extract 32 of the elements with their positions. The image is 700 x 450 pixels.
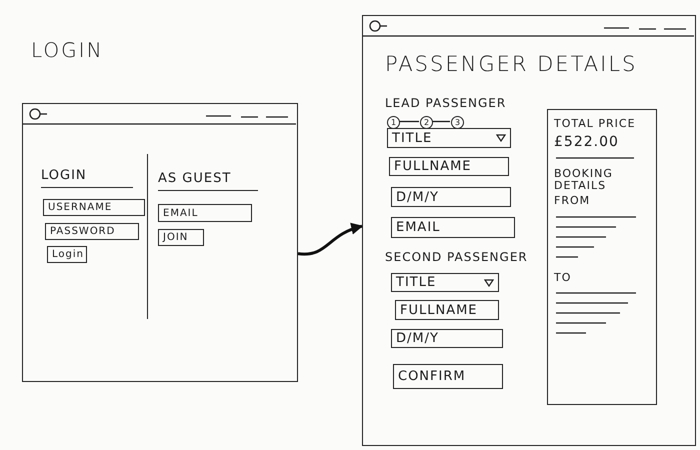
input-field: D/M/Y bbox=[391, 329, 503, 348]
input-field: EMAIL bbox=[391, 217, 515, 238]
dropdown-field: TITLE bbox=[387, 128, 511, 148]
step-indicator: 2 bbox=[420, 116, 433, 129]
price-value: £522.00 bbox=[554, 134, 620, 150]
input-field: PASSWORD bbox=[45, 223, 139, 240]
browser-window bbox=[362, 15, 696, 446]
connector-line bbox=[399, 120, 419, 122]
button: JOIN bbox=[158, 229, 204, 246]
price-heading: TOTAL PRICE bbox=[554, 118, 637, 131]
step-indicator: 1 bbox=[387, 116, 400, 129]
input-field: USERNAME bbox=[43, 199, 145, 216]
input-field: D/M/Y bbox=[391, 187, 511, 207]
dropdown-field: TITLE bbox=[391, 273, 499, 292]
input-field: FULLNAME bbox=[389, 157, 509, 176]
input-field: EMAIL bbox=[158, 204, 252, 222]
connector-line bbox=[432, 120, 450, 122]
button: Login bbox=[47, 246, 87, 263]
section-heading: LOGIN bbox=[41, 168, 87, 183]
section-heading: SECOND PASSENGER bbox=[385, 250, 528, 264]
step-indicator: 3 bbox=[451, 116, 464, 129]
from-label: FROM bbox=[554, 195, 592, 208]
input-field: FULLNAME bbox=[395, 300, 499, 320]
page-title: PASSENGER DETAILS bbox=[385, 52, 638, 76]
button: CONFIRM bbox=[393, 364, 503, 389]
booking-heading: BOOKING DETAILS bbox=[554, 168, 614, 194]
page-title: LOGIN bbox=[31, 38, 104, 62]
section-heading: LEAD PASSENGER bbox=[385, 96, 506, 110]
summary-panel bbox=[547, 109, 657, 405]
to-label: TO bbox=[554, 272, 572, 284]
arrow bbox=[298, 223, 364, 256]
section-heading: AS GUEST bbox=[158, 171, 232, 186]
